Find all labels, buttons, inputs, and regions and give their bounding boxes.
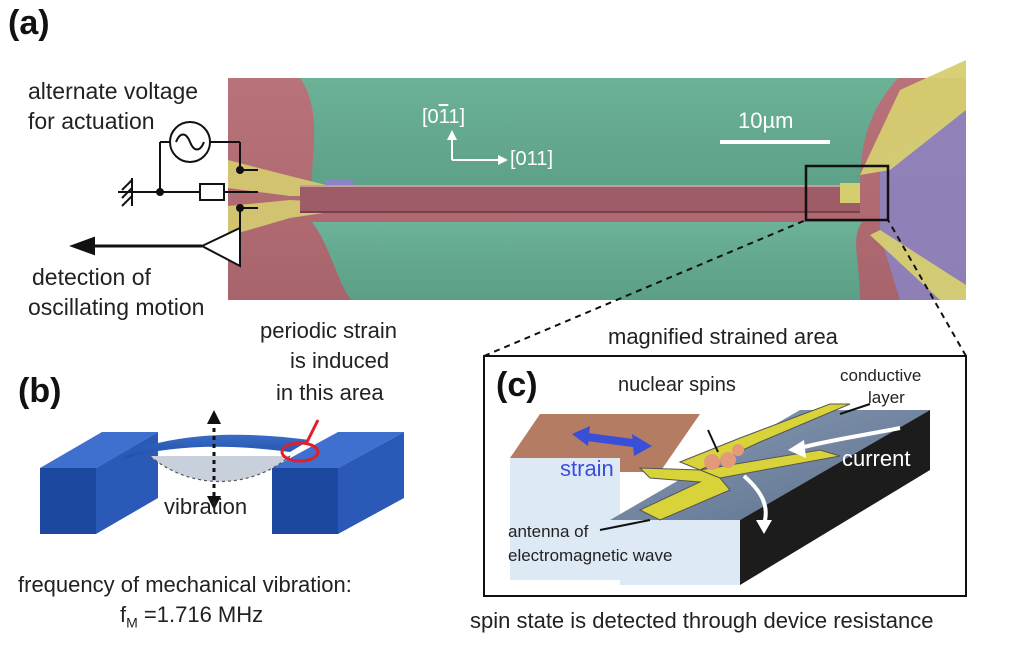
vibration-label: vibration xyxy=(164,494,248,519)
circuit-diagram xyxy=(69,121,258,268)
magnified-label: magnified strained area xyxy=(608,324,838,349)
device-panel xyxy=(483,219,967,597)
strain-label-line2: is induced xyxy=(290,348,390,373)
panel-label-b: (b) xyxy=(18,372,62,410)
strain-label-line1: periodic strain xyxy=(260,318,397,343)
detection-label-line2: oscillating motion xyxy=(28,294,205,320)
strain-arrow-label: strain xyxy=(560,456,614,481)
detection-label-line1: detection of xyxy=(32,264,151,290)
beam-sketch xyxy=(40,410,404,534)
antenna-label-line1: antenna of xyxy=(508,522,589,541)
axis-label-x: [011] xyxy=(510,148,553,170)
nuclear-spins-label: nuclear spins xyxy=(618,374,736,396)
scale-bar-label: 10µm xyxy=(738,108,794,133)
panel-label-c: (c) xyxy=(496,366,538,404)
frequency-caption: frequency of mechanical vibration: xyxy=(18,572,352,597)
conductive-layer-label-line2: layer xyxy=(868,388,905,407)
axis-label-y: [011] xyxy=(422,106,466,128)
antenna-label-line2: electromagnetic wave xyxy=(508,546,673,565)
panel-c-caption: spin state is detected through device re… xyxy=(470,608,934,633)
strain-label-line3: in this area xyxy=(276,380,384,405)
current-label: current xyxy=(842,446,911,471)
actuation-label-line2: for actuation xyxy=(28,108,155,134)
sem-image xyxy=(228,60,966,300)
conductive-layer-label-line1: conductive xyxy=(840,366,922,385)
actuation-label-line1: alternate voltage xyxy=(28,78,199,104)
panel-label-a: (a) xyxy=(8,4,50,42)
frequency-value: fM =1.716 MHz xyxy=(120,602,264,631)
